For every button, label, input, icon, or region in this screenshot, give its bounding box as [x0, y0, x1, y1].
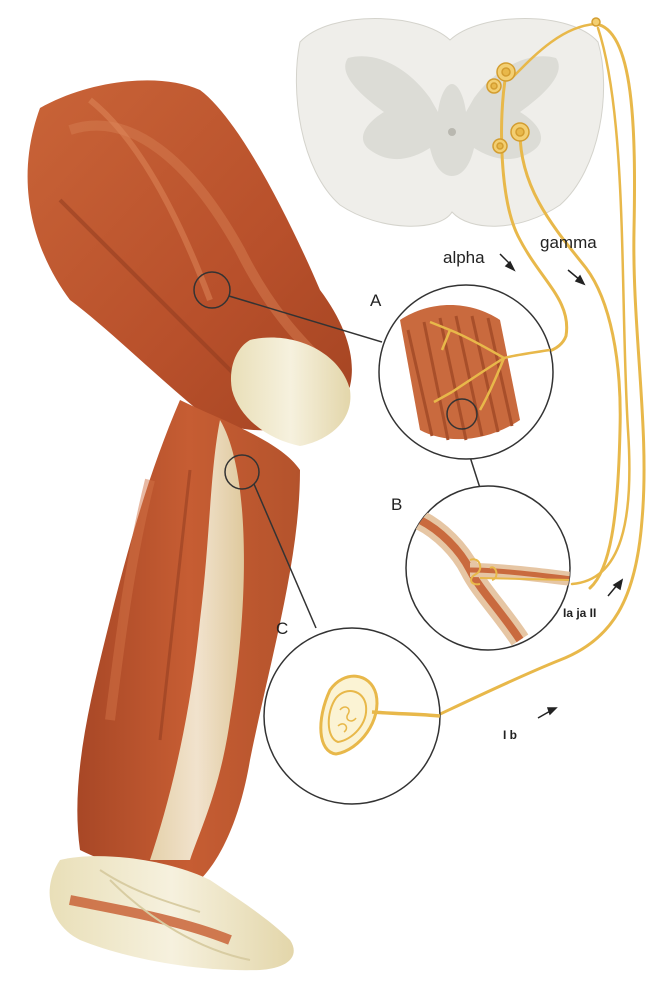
detail-b — [406, 486, 580, 650]
label-a: A — [370, 291, 382, 310]
label-ia-ja-ii: Ia ja II — [563, 606, 596, 620]
label-c: C — [276, 619, 288, 638]
foot — [50, 856, 294, 970]
label-alpha: alpha — [443, 248, 485, 267]
leg-muscles — [28, 80, 352, 970]
detail-c — [264, 628, 440, 804]
spinal-cord — [296, 19, 603, 227]
label-gamma: gamma — [540, 233, 597, 252]
central-canal — [448, 128, 456, 136]
label-b: B — [391, 495, 402, 514]
label-ib: I b — [503, 728, 517, 742]
detail-a — [379, 285, 560, 459]
